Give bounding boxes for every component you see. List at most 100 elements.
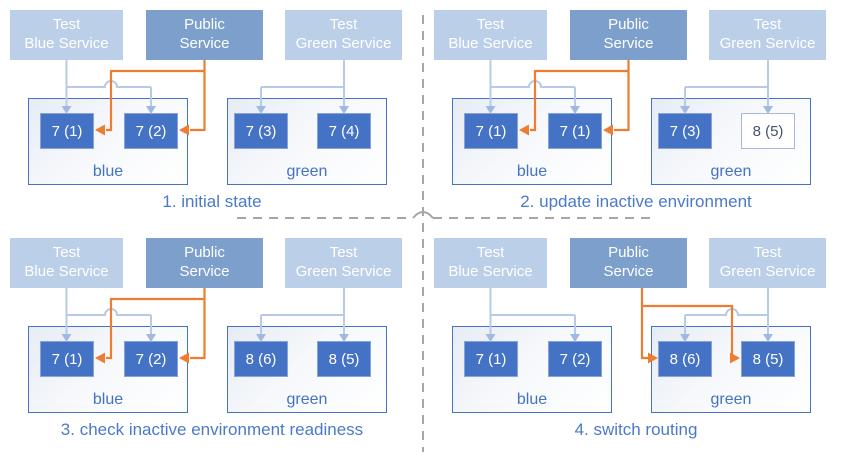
test-route-arrowhead — [61, 106, 72, 114]
public-route-line — [640, 288, 648, 360]
version-node: 8 (5) — [741, 341, 795, 377]
environment-label: green — [710, 163, 752, 180]
public-route-line — [190, 288, 206, 360]
version-node-updating: 8 (5) — [741, 113, 795, 149]
public-route-arrowhead — [179, 124, 189, 136]
test-route-arrowhead — [763, 106, 773, 114]
connector-lines — [61, 60, 349, 136]
version-node: 7 (1) — [40, 113, 94, 149]
connector-lines — [61, 288, 349, 364]
connector-lines — [485, 60, 773, 136]
panel-caption: 2. update inactive environment — [520, 192, 752, 211]
environment-label: green — [286, 163, 328, 180]
service-label-line: Service — [179, 35, 230, 52]
test-route-arrowhead — [570, 334, 580, 342]
version-node: 7 (1) — [548, 113, 602, 149]
public-route-line — [614, 60, 630, 132]
version-node: 7 (1) — [40, 341, 94, 377]
version-node: 7 (3) — [234, 113, 288, 149]
environment-label: blue — [92, 391, 124, 408]
public-route-arrowhead — [648, 352, 658, 364]
version-node: 7 (3) — [658, 113, 712, 149]
public-route-line — [190, 60, 206, 132]
environment-label: blue — [516, 163, 548, 180]
test-route-arrowhead — [485, 106, 496, 114]
public-route-line — [106, 297, 205, 360]
environment-label: green — [286, 391, 328, 408]
divider-crossing-hop — [412, 211, 434, 219]
service-label-line: Blue Service — [448, 263, 533, 280]
public-route-arrowhead — [179, 352, 189, 364]
version-node: 7 (2) — [124, 341, 178, 377]
service-label-line: Test — [329, 16, 358, 34]
test-route-arrowhead — [485, 334, 496, 342]
public-route-line — [530, 69, 629, 132]
environment-label: green — [710, 391, 752, 408]
service-label-line: Service — [603, 263, 654, 280]
panel-caption: 1. initial state — [162, 192, 262, 211]
panel-caption: 4. switch routing — [574, 420, 698, 439]
test-route-arrowhead — [680, 334, 690, 342]
public-route-line — [106, 69, 205, 132]
test-route-arrowhead — [339, 106, 349, 114]
service-label-line: Blue Service — [24, 35, 109, 52]
service-label-line: Test — [52, 16, 81, 34]
test-route-arrowhead — [61, 334, 72, 342]
panel-caption: 3. check inactive environment readiness — [60, 420, 364, 439]
service-label-line: Green Service — [295, 263, 392, 280]
service-label-line: Green Service — [719, 263, 816, 280]
service-label-line: Public — [184, 244, 225, 262]
service-label-line: Service — [179, 263, 230, 280]
service-label-line: Test — [753, 16, 782, 34]
public-route-arrowhead — [95, 352, 105, 364]
test-route-arrowhead — [339, 334, 349, 342]
test-route-arrowhead — [680, 106, 690, 114]
version-node: 7 (1) — [464, 341, 518, 377]
service-label-line: Public — [608, 16, 649, 34]
environment-label: blue — [516, 391, 548, 408]
test-route-arrowhead — [256, 334, 266, 342]
test-route-arrowhead — [146, 106, 156, 114]
connector-lines — [485, 288, 773, 364]
public-route-arrowhead — [603, 124, 613, 136]
version-node: 7 (1) — [464, 113, 518, 149]
test-route-arrowhead — [146, 334, 156, 342]
version-node: 8 (6) — [658, 341, 712, 377]
public-route-arrowhead — [519, 124, 529, 136]
service-label-line: Blue Service — [448, 35, 533, 52]
public-route-arrowhead — [730, 352, 740, 364]
service-label-line: Test — [753, 244, 782, 262]
test-route-arrowhead — [570, 106, 580, 114]
service-label-line: Test — [52, 244, 81, 262]
service-label-line: Test — [476, 16, 505, 34]
service-label-line: Public — [184, 16, 225, 34]
service-label-line: Public — [608, 244, 649, 262]
public-route-arrowhead — [95, 124, 105, 136]
version-node: 7 (2) — [124, 113, 178, 149]
service-label-line: Service — [603, 35, 654, 52]
service-label-line: Test — [329, 244, 358, 262]
service-label-line: Test — [476, 244, 505, 262]
service-label-line: Blue Service — [24, 263, 109, 280]
environment-label: blue — [92, 163, 124, 180]
service-label-line: Green Service — [295, 35, 392, 52]
service-label-line: Green Service — [719, 35, 816, 52]
test-route-arrowhead — [763, 334, 773, 342]
